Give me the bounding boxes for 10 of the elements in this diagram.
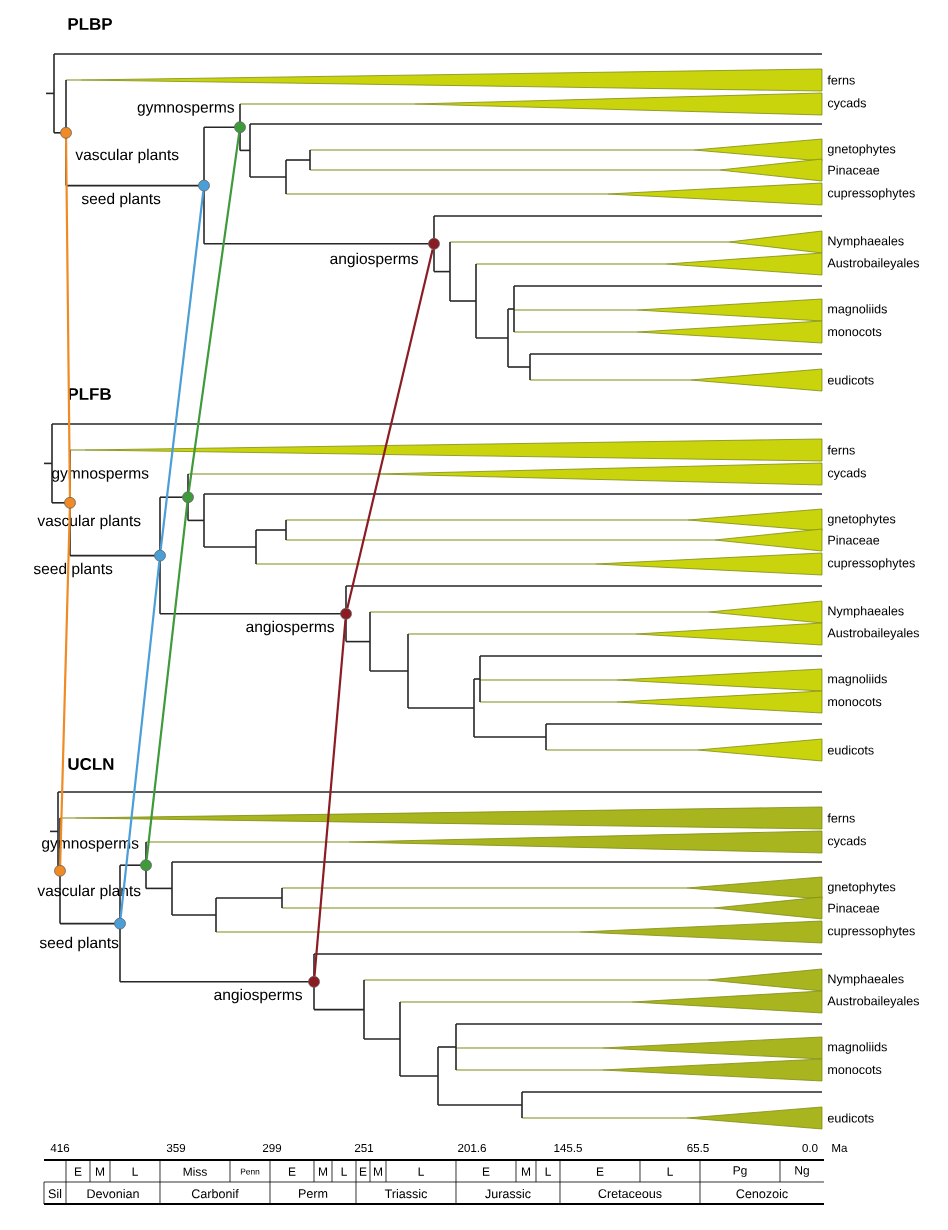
connector-line <box>313 619 347 977</box>
connector-line <box>346 249 434 609</box>
connector-line <box>145 502 189 860</box>
connector-line <box>159 191 205 550</box>
panel-title: PLBP <box>68 18 112 30</box>
connector-line <box>187 132 241 492</box>
connector-line <box>119 561 161 918</box>
panel-title: UCLN <box>68 758 114 770</box>
connector-line <box>59 508 71 865</box>
connector-line <box>64 138 72 497</box>
